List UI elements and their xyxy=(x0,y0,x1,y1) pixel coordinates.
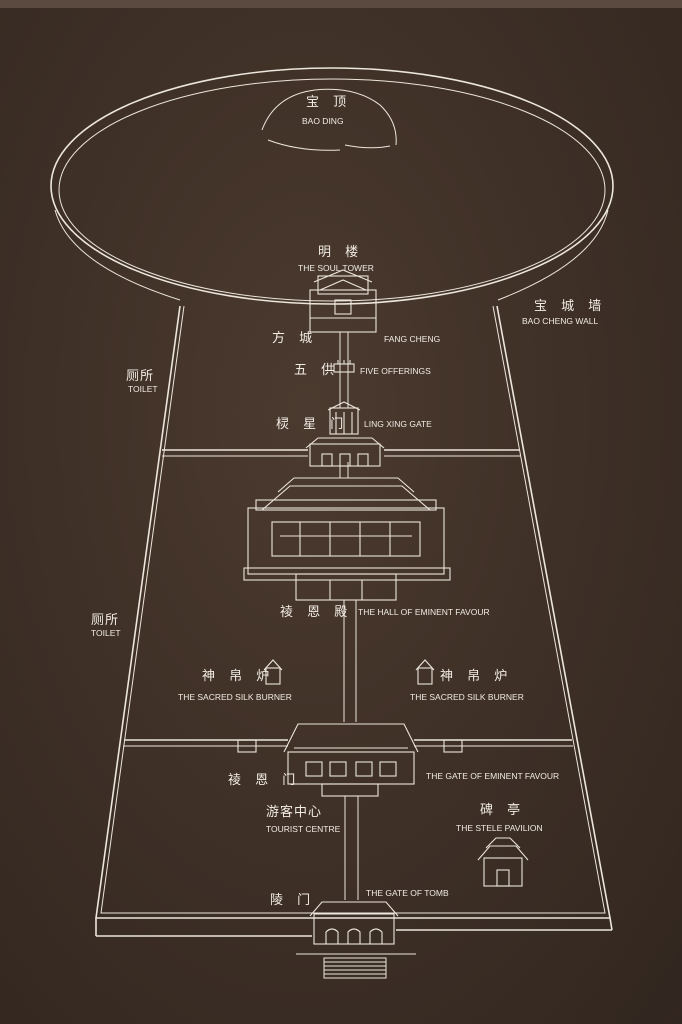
silk-burner-right-label-en: THE SACRED SILK BURNER xyxy=(410,692,524,702)
toilet-lower-label-cn: 厕所 xyxy=(91,613,119,628)
entrance-steps xyxy=(296,953,416,979)
board-top-edge xyxy=(0,0,682,8)
gate-eminent-favour-label-en: THE GATE OF EMINENT FAVOUR xyxy=(426,771,559,781)
soul-tower-label-en: THE SOUL TOWER xyxy=(298,263,374,273)
gate-eminent-favour-label-cn: 祾 恩 门 xyxy=(228,773,300,788)
fang-cheng-label-en: FANG CHENG xyxy=(384,334,440,344)
silk-burner-left-label-cn: 神 帛 炉 xyxy=(202,668,274,684)
gate-of-tomb-building xyxy=(309,901,399,945)
soul-tower-label-cn: 明 楼 xyxy=(318,245,363,260)
silk-burner-right-label-cn: 神 帛 炉 xyxy=(440,668,512,684)
gate-of-tomb-label-cn: 陵 门 xyxy=(270,893,315,908)
bao-ding-mound xyxy=(261,88,397,151)
stele-pavilion-label-cn: 碑 亭 xyxy=(480,802,525,818)
hall-eminent-favour-label-cn: 祾 恩 殿 xyxy=(280,605,352,620)
five-offerings-label-en: FIVE OFFERINGS xyxy=(360,366,431,376)
stele-pavilion-label-en: THE STELE PAVILION xyxy=(456,823,543,833)
wall-pavilion-left xyxy=(234,739,260,753)
hall-of-eminent-favour-building xyxy=(243,477,451,601)
toilet-upper-label-en: TOILET xyxy=(128,384,158,394)
ling-xing-gate-label-en: LING XING GATE xyxy=(364,419,432,429)
toilet-lower-label-en: TOILET xyxy=(91,628,121,638)
bao-cheng-wall-label-cn: 宝 城 墙 xyxy=(534,299,606,314)
ling-xing-gate-label-cn: 棂 星 门 xyxy=(276,417,348,432)
silk-burner-left-icon xyxy=(263,659,283,685)
bao-ding-label-cn: 宝 顶 xyxy=(306,95,351,110)
fang-cheng-label-cn: 方 城 xyxy=(272,330,317,346)
central-axis-path xyxy=(339,332,359,900)
site-boundary xyxy=(95,305,613,937)
toilet-upper-label-cn: 厕所 xyxy=(126,369,154,384)
tourist-centre-label-en: TOURIST CENTRE xyxy=(266,824,341,834)
bao-ding-label-en: BAO DING xyxy=(302,116,344,126)
bao-cheng-wall-outline xyxy=(50,67,614,305)
hall-eminent-favour-label-en: THE HALL OF EMINENT FAVOUR xyxy=(358,607,490,617)
five-offerings-altar xyxy=(333,360,355,373)
bao-cheng-wall-label-en: BAO CHENG WALL xyxy=(522,316,598,326)
stele-pavilion-building xyxy=(477,837,529,887)
wall-pavilion-right xyxy=(440,739,466,753)
soul-tower-building xyxy=(309,269,377,333)
silk-burner-right-icon xyxy=(415,659,435,685)
silk-burner-left-label-en: THE SACRED SILK BURNER xyxy=(178,692,292,702)
tourist-centre-label-cn: 游客中心 xyxy=(266,804,322,820)
five-offerings-label-cn: 五 供 xyxy=(294,363,339,378)
gate-of-eminent-favour-building xyxy=(283,723,419,797)
gate-of-tomb-label-en: THE GATE OF TOMB xyxy=(366,888,449,898)
inner-courtyard-gate xyxy=(305,437,385,467)
ling-xing-gate-structure xyxy=(327,401,361,435)
courtyard-walls xyxy=(123,449,573,747)
